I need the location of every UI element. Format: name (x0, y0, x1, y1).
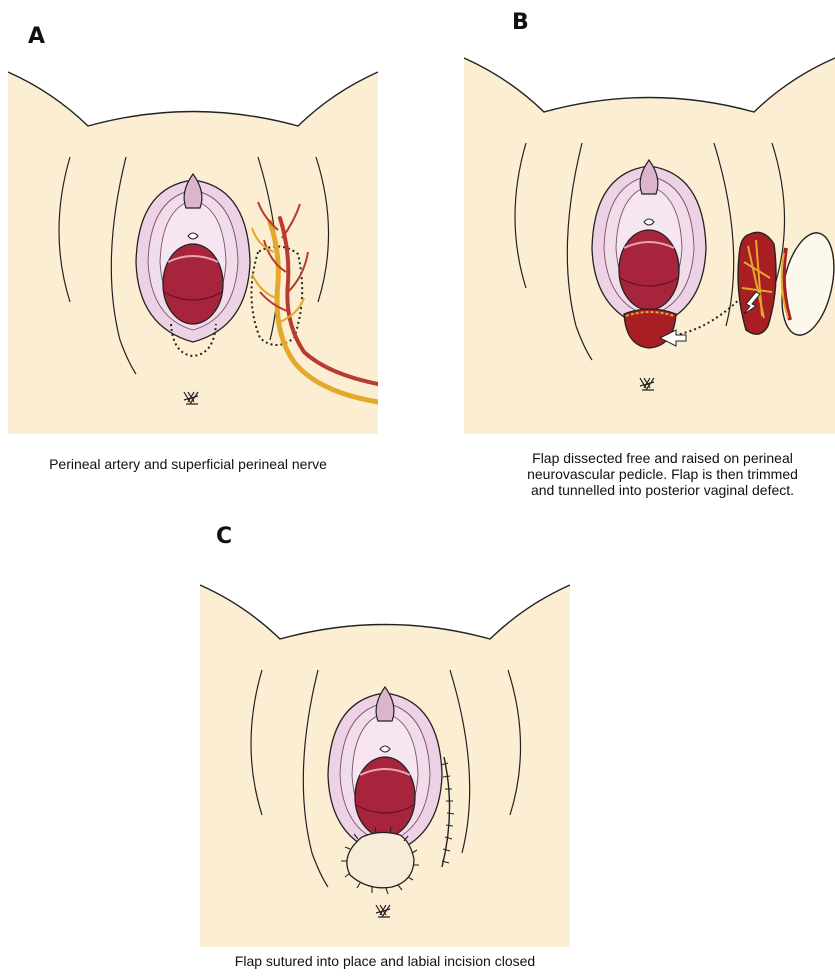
panel-b-caption-line-2: neurovascular pedicle. Flap is then trim… (490, 466, 835, 482)
panel-b-label: B (512, 10, 529, 35)
urethral-meatus (188, 233, 198, 239)
urethral-meatus (380, 746, 390, 752)
panel-b-caption-line-3: and tunnelled into posterior vaginal def… (490, 482, 835, 498)
panel-c-label: C (216, 524, 232, 549)
panel-b-caption-line-1: Flap dissected free and raised on perine… (490, 450, 835, 466)
panel-a-caption: Perineal artery and superficial perineal… (18, 456, 358, 472)
panel-a-illustration (8, 62, 378, 434)
panel-c-illustration (200, 575, 570, 947)
panel-b-illustration (464, 48, 835, 434)
panel-a-label: A (28, 24, 45, 49)
panel-b-caption: Flap dissected free and raised on perine… (490, 450, 835, 498)
urethral-meatus (644, 219, 654, 225)
panel-c-caption: Flap sutured into place and labial incis… (170, 953, 600, 969)
